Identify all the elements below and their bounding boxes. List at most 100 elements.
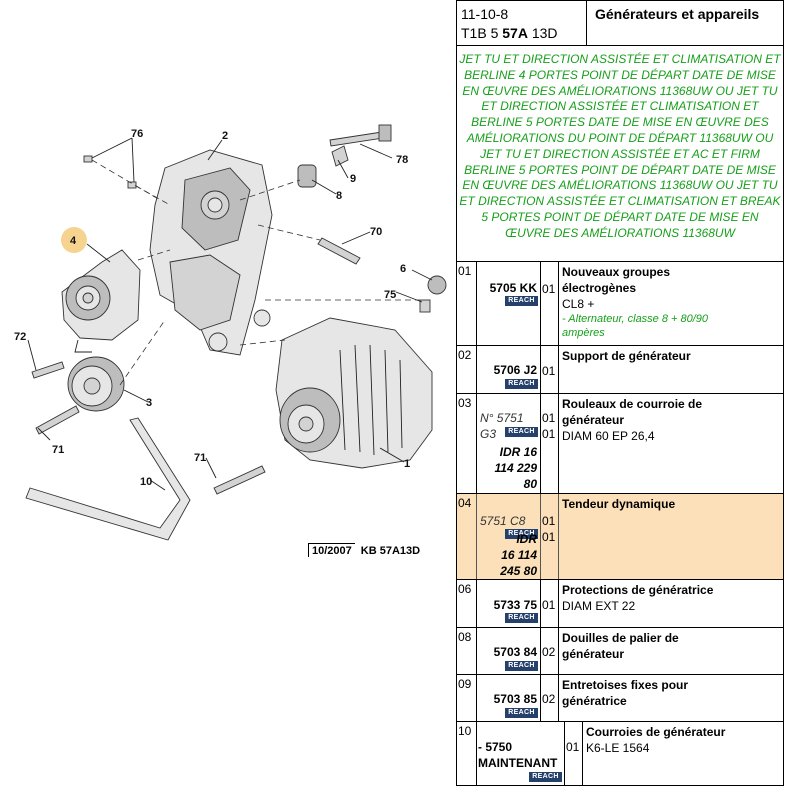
part-title-line: Protections de génératrice [562, 583, 714, 597]
qty-cell: 02 [541, 628, 559, 674]
part-number-cell: - 5750 MAINTENANT REACH [477, 722, 565, 785]
section-code-line2: T1B 5 57A 13D [461, 25, 558, 41]
reach-badge: REACH [505, 613, 538, 623]
part-index: 06 [457, 580, 477, 627]
generator-bracket-illustration [149, 149, 273, 356]
description-cell: Rouleaux de courroie de générateur DIAM … [559, 394, 783, 493]
part-row-03[interactable]: 03 N° 5751 G3 REACH IDR 16 114 229 80 01… [456, 394, 784, 494]
quantity: 01 [566, 740, 580, 754]
callout-3: 3 [146, 397, 152, 409]
part-title-line: génératrice [562, 694, 627, 708]
callout-6: 6 [400, 263, 406, 275]
dynamic-tensioner-illustration [61, 249, 141, 353]
part-title-line: Entretoises fixes pour [562, 678, 689, 692]
part-number[interactable]: 5733 75 [493, 598, 537, 612]
part-index: 02 [457, 346, 477, 393]
part-number[interactable]: 5706 J2 [493, 363, 537, 377]
qty-cell: 02 [541, 675, 559, 721]
description-cell: Courroies de générateur K6-LE 1564 [583, 722, 783, 785]
reach-badge: REACH [505, 661, 538, 671]
part-ref-italic: G3 [480, 427, 497, 441]
section-title: Générateurs et appareils [595, 6, 760, 22]
part-title-line: générateur [562, 413, 625, 427]
part-note-line: - Alternateur, classe 8 + 80/90 [562, 313, 709, 325]
diagram-date: 10/2007 [308, 543, 355, 557]
callout-71-right: 71 [194, 452, 206, 464]
part-number[interactable]: 5703 84 [493, 645, 537, 659]
reach-badge: REACH [505, 427, 538, 437]
quantity: 01 [542, 530, 556, 544]
part-index: 04 [457, 494, 477, 579]
part-number-cell: 5705 KK REACH [477, 262, 541, 345]
part-row-09[interactable]: 09 5703 85 REACH 02 Entretoises fixes po… [456, 675, 784, 722]
part-row-08[interactable]: 08 5703 84 REACH 02 Douilles de palier d… [456, 628, 784, 675]
reach-badge: REACH [505, 296, 538, 306]
callout-71-left: 71 [52, 444, 64, 456]
section-code-line1: 11-10-8 [461, 6, 509, 22]
part-number-cell: 5706 J2 REACH [477, 346, 541, 393]
part-spec: DIAM 60 EP 26,4 [562, 429, 655, 443]
alternator-illustration [275, 317, 433, 469]
callout-2: 2 [222, 130, 228, 142]
part-index: 10 [457, 722, 477, 785]
quantity: 01 [542, 514, 556, 528]
part-number[interactable]: 5705 KK [489, 281, 537, 295]
part-number[interactable]: 5703 85 [493, 692, 537, 706]
part-number[interactable]: - 5750 [478, 740, 513, 754]
part-index: 01 [457, 262, 477, 345]
part-title-line: Support de générateur [562, 349, 691, 363]
part-row-01[interactable]: 01 5705 KK REACH 01 Nouveaux groupes éle… [456, 262, 784, 346]
quantity: 01 [542, 282, 556, 296]
belt-roller-illustration [67, 356, 125, 412]
quantity: 01 [542, 364, 556, 378]
part-spec: DIAM EXT 22 [562, 599, 636, 613]
part-number-cell: 5733 75 REACH [477, 580, 541, 627]
reach-badge: REACH [505, 708, 538, 718]
description-cell: Support de générateur [559, 346, 783, 393]
part-index: 03 [457, 394, 477, 493]
callout-75: 75 [384, 289, 396, 301]
callout-4: 4 [70, 235, 77, 247]
description-cell: Tendeur dynamique [559, 494, 783, 579]
part-note-line: ampères [562, 327, 605, 339]
part-row-06[interactable]: 06 5733 75 REACH 01 Protections de génér… [456, 580, 784, 628]
part-ref-italic: 5751 C8 [480, 514, 526, 528]
callout-highlight-circle [61, 227, 87, 253]
part-row-02[interactable]: 02 5706 J2 REACH 01 Support de générateu… [456, 346, 784, 394]
callout-78: 78 [396, 154, 408, 166]
callout-8: 8 [336, 190, 342, 202]
reach-badge: REACH [505, 529, 538, 539]
part-number-cell: 5703 84 REACH [477, 628, 541, 674]
quantity: 02 [542, 692, 556, 706]
description-cell: Nouveaux groupes électrogènes CL8 + - Al… [559, 262, 783, 345]
part-row-10[interactable]: 10 - 5750 MAINTENANT REACH 01 Courroies … [456, 722, 784, 786]
reach-badge: REACH [505, 379, 538, 389]
part-number-cell: N° 5751 G3 REACH IDR 16 114 229 80 [477, 394, 541, 493]
part-title-line: Courroies de générateur [586, 725, 726, 739]
description-cell: Protections de génératrice DIAM EXT 22 [559, 580, 783, 627]
idr-reference[interactable]: IDR 16 114 245 80 [500, 532, 537, 578]
part-row-04[interactable]: 04 5751 C8 REACH IDR 16 114 245 80 01 01… [456, 494, 784, 580]
quantity: 02 [542, 645, 556, 659]
section-header: 11-10-8 T1B 5 57A 13D Générateurs et app… [456, 0, 784, 46]
small-parts-illustration [83, 145, 447, 313]
callout-10: 10 [140, 476, 152, 488]
description-cell: Entretoises fixes pour génératrice [559, 675, 783, 721]
qty-cell: 01 [541, 346, 559, 393]
applicability-note: JET TU ET DIRECTION ASSISTÉE ET CLIMATIS… [456, 46, 784, 262]
part-title-line: générateur [562, 647, 625, 661]
part-title-line: Douilles de palier de [562, 631, 679, 645]
assembly-lines [91, 159, 420, 386]
part-spec: CL8 + [562, 297, 595, 311]
reach-badge: REACH [529, 772, 562, 782]
callout-70: 70 [370, 226, 382, 238]
idr-reference[interactable]: IDR 16 114 229 80 [494, 445, 538, 491]
part-number-cell: 5703 85 REACH [477, 675, 541, 721]
qty-cell: 01 01 [541, 494, 559, 579]
part-number-cell: 5751 C8 REACH IDR 16 114 245 80 [477, 494, 541, 579]
callout-1: 1 [404, 458, 410, 470]
part-index: 08 [457, 628, 477, 674]
qty-cell: 01 [541, 262, 559, 345]
quantity: 01 [542, 598, 556, 612]
part-title-line: Rouleaux de courroie de [562, 397, 703, 411]
